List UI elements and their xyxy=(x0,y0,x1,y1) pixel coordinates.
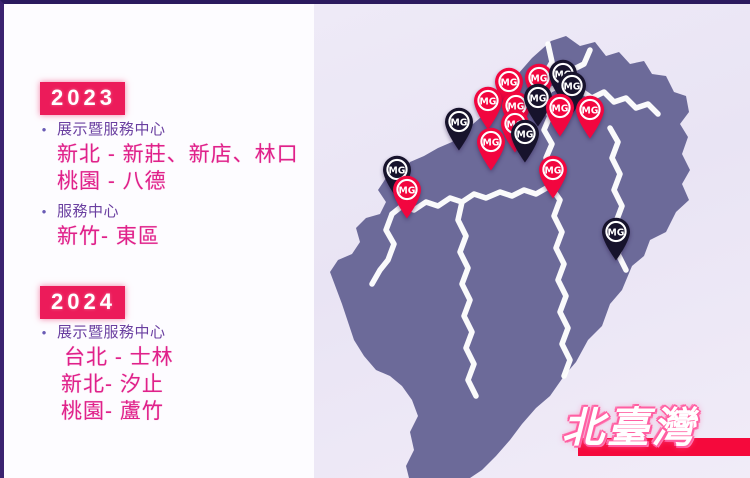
county-border-3 xyxy=(547,183,573,379)
location-line: 台北 - 士林 xyxy=(64,346,174,369)
svg-text:MG: MG xyxy=(555,69,572,80)
county-border-4 xyxy=(455,199,479,399)
red-mg-pin[interactable]: MG xyxy=(471,84,505,130)
svg-text:MG: MG xyxy=(564,81,581,92)
bullet-row-2024-showroom: • 展示暨服務中心 xyxy=(40,323,166,343)
bullet-heading: 展示暨服務中心 xyxy=(57,121,166,138)
black-mg-pin[interactable]: MG xyxy=(599,215,633,261)
red-mg-pin[interactable]: MG xyxy=(390,173,424,219)
bullet-row-2023-service: • 服務中心 xyxy=(40,202,119,222)
svg-text:MG: MG xyxy=(399,185,416,196)
svg-text:MG: MG xyxy=(508,101,525,112)
county-border-5 xyxy=(369,211,397,287)
black-mg-pin[interactable]: MG xyxy=(508,117,542,163)
black-mg-pin[interactable]: MG xyxy=(380,153,414,199)
svg-text:MG: MG xyxy=(483,137,500,148)
location-line: 新北 - 新莊、新店、林口 xyxy=(57,143,299,166)
svg-text:MG: MG xyxy=(501,77,518,88)
location-line: 新竹- 東區 xyxy=(57,225,160,248)
watermark-red-bar xyxy=(578,438,750,456)
county-border-2 xyxy=(389,183,553,217)
svg-text:MG: MG xyxy=(545,165,562,176)
red-mg-pin[interactable]: MG xyxy=(474,125,508,171)
svg-text:MG: MG xyxy=(552,103,569,114)
svg-text:MG: MG xyxy=(530,93,547,104)
svg-text:MG: MG xyxy=(451,117,468,128)
black-mg-pin[interactable]: MG xyxy=(442,105,476,151)
red-mg-pin[interactable]: MG xyxy=(573,93,607,139)
svg-text:MG: MG xyxy=(582,105,599,116)
year-badge-2024: 2024 xyxy=(40,286,125,319)
map-land-shape xyxy=(330,36,690,478)
bullet-heading: 展示暨服務中心 xyxy=(57,324,166,341)
svg-text:MG: MG xyxy=(531,73,548,84)
year-badge-2023: 2023 xyxy=(40,82,125,115)
location-line: 桃園 - 八德 xyxy=(57,170,167,193)
taiwan-north-map: MGMGMGMGMGMGMGMGMGMGMGMGMGMGMGMGMG xyxy=(314,4,750,478)
map-panel: MGMGMGMGMGMGMGMGMGMGMGMGMGMGMGMGMG 北臺灣 xyxy=(314,4,750,478)
watermark-north-taiwan: 北臺灣 xyxy=(562,402,750,464)
bullet-icon: • xyxy=(41,325,47,340)
svg-text:MG: MG xyxy=(608,227,625,238)
bullet-row-2023-showroom: • 展示暨服務中心 xyxy=(40,120,166,140)
bullet-heading: 服務中心 xyxy=(57,203,120,220)
svg-text:MG: MG xyxy=(389,165,406,176)
red-mg-pin[interactable]: MG xyxy=(543,91,577,137)
location-line: 桃園- 蘆竹 xyxy=(61,400,164,423)
red-mg-pin[interactable]: MG xyxy=(536,153,570,199)
watermark-text: 北臺灣 xyxy=(562,403,698,452)
black-mg-pin[interactable]: MG xyxy=(555,69,589,115)
svg-text:MG: MG xyxy=(517,129,534,140)
content-column: 2023 • 展示暨服務中心 新北 - 新莊、新店、林口 桃園 - 八德 • 服… xyxy=(4,4,314,478)
bullet-icon: • xyxy=(41,204,47,219)
location-line: 新北- 汐止 xyxy=(61,373,164,396)
bullet-icon: • xyxy=(41,122,47,137)
black-mg-pin[interactable]: MG xyxy=(521,81,555,127)
red-mg-pin[interactable]: MG xyxy=(492,65,526,111)
svg-text:MG: MG xyxy=(480,96,497,107)
